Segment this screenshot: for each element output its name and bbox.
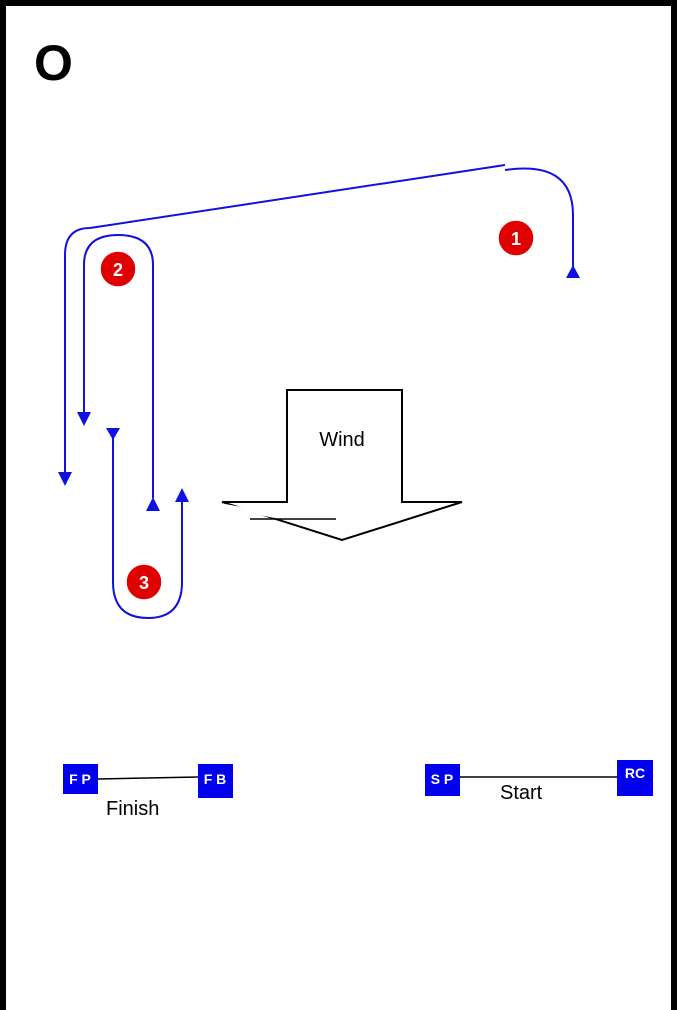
mark-2-buoy — [99, 250, 137, 288]
finish-pin-label: F P — [69, 771, 91, 787]
mark-2-label: 2 — [113, 260, 123, 280]
course-title: O — [34, 35, 73, 91]
wind-arrow-shape — [221, 389, 463, 542]
wind-arrow: Wind — [221, 389, 463, 542]
course-rounding-mark-2 — [83, 233, 154, 498]
course-rounding-mark-3 — [112, 432, 183, 620]
course-leg-outer — [64, 164, 506, 480]
mark-3-label: 3 — [139, 573, 149, 593]
race-committee-box — [617, 760, 653, 796]
finish-boat-box — [198, 764, 233, 798]
course-path — [64, 164, 574, 620]
arrow-down-icon — [106, 428, 120, 440]
arrow-down-icon — [58, 472, 72, 486]
arrow-up-icon — [566, 265, 580, 278]
arrow-up-icon — [175, 488, 189, 502]
mark-1-label: 1 — [511, 229, 521, 249]
race-committee-label: RC — [625, 765, 645, 781]
start-label: Start — [500, 782, 543, 804]
mark-3-buoy — [125, 563, 163, 601]
course-rounding-mark-1 — [504, 167, 574, 268]
wind-label: Wind — [319, 429, 365, 451]
start-pin-label: S P — [431, 771, 454, 787]
mark-3: 3 — [125, 563, 163, 601]
finish-pin-box — [63, 764, 98, 794]
arrow-up-icon — [146, 497, 160, 511]
mark-1: 1 — [497, 219, 535, 257]
mark-1-buoy — [497, 219, 535, 257]
finish-line: F P F B Finish — [63, 764, 233, 820]
start-pin-box — [425, 764, 460, 796]
finish-line-segment — [97, 776, 199, 780]
arrow-down-icon — [77, 412, 91, 426]
mark-2: 2 — [99, 250, 137, 288]
finish-boat-label: F B — [204, 771, 227, 787]
start-line: S P RC Start — [425, 760, 653, 804]
finish-label: Finish — [106, 798, 159, 820]
